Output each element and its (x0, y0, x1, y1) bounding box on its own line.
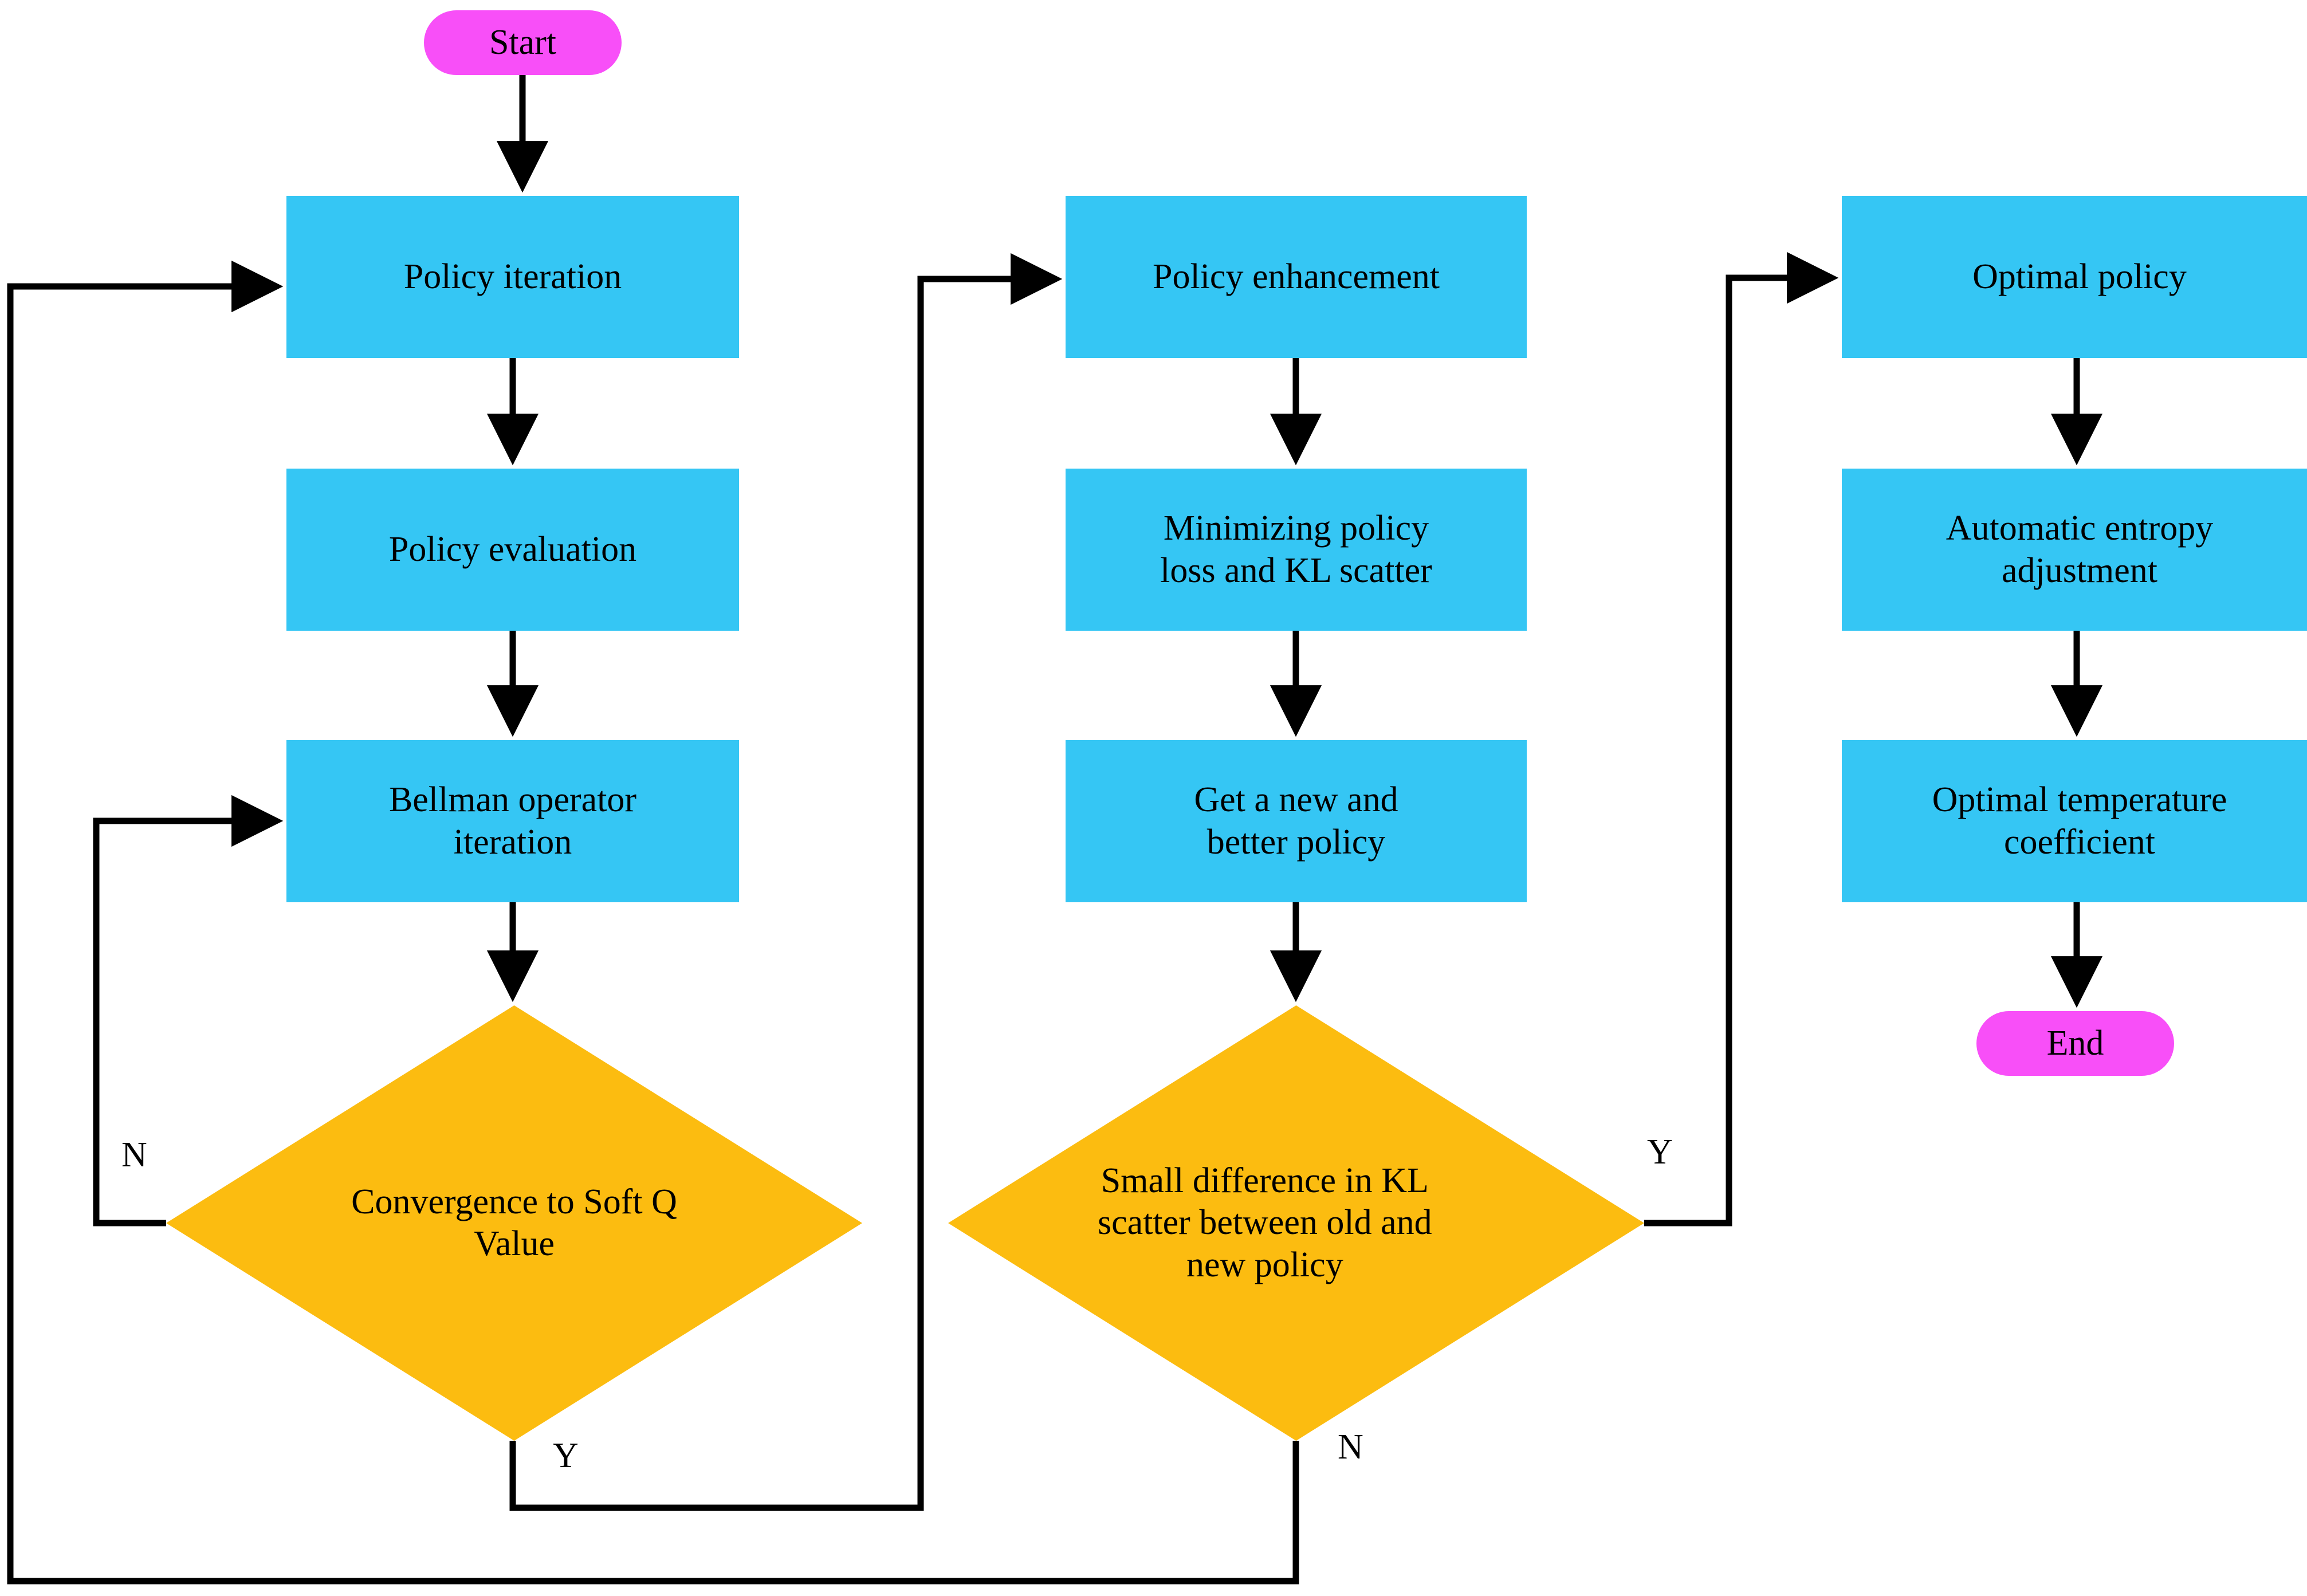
node-automatic-entropy-adjustment[interactable]: Automatic entropy adjustment (1842, 469, 2307, 631)
node-minimizing-policy-loss[interactable]: Minimizing policy loss and KL scatter (1066, 469, 1527, 631)
node-end[interactable]: End (1976, 1011, 2174, 1076)
node-get-new-better-policy[interactable]: Get a new and better policy (1066, 740, 1527, 902)
node-start-label: Start (489, 22, 557, 62)
node-policy-enhancement[interactable]: Policy enhancement (1066, 196, 1527, 358)
node-minimizing-policy-loss-label: Minimizing policy loss and KL scatter (1160, 509, 1432, 590)
node-policy-evaluation-label: Policy evaluation (388, 529, 637, 569)
node-bellman-operator-iteration[interactable]: Bellman operator iteration (286, 740, 739, 902)
node-start[interactable]: Start (424, 10, 622, 75)
edge-label-n-kl: N (1338, 1428, 1363, 1467)
node-automatic-entropy-adjustment-label: Automatic entropy adjustment (1946, 509, 2214, 590)
edge-label-n-convergence: N (121, 1135, 147, 1174)
edge-label-y-kl: Y (1647, 1133, 1673, 1172)
node-optimal-temperature-coefficient[interactable]: Optimal temperature coefficient (1842, 740, 2307, 902)
edge-kl-yes-to-optimal-policy (1644, 251, 1839, 1227)
node-bellman-operator-iteration-label: Bellman operator iteration (388, 780, 637, 862)
node-policy-iteration-label: Policy iteration (403, 257, 622, 296)
edge-label-y-convergence: Y (553, 1436, 579, 1475)
node-policy-enhancement-label: Policy enhancement (1153, 257, 1440, 296)
node-end-label: End (2046, 1023, 2104, 1063)
node-small-difference-kl[interactable]: Small difference in KL scatter between o… (948, 1005, 1644, 1441)
node-optimal-policy-label: Optimal policy (1972, 257, 2187, 296)
node-optimal-policy[interactable]: Optimal policy (1842, 196, 2307, 358)
node-convergence-soft-q[interactable]: Convergence to Soft Q Value (166, 1005, 862, 1441)
node-policy-iteration[interactable]: Policy iteration (286, 196, 739, 358)
node-optimal-temperature-coefficient-label: Optimal temperature coefficient (1932, 780, 2227, 862)
node-get-new-better-policy-label: Get a new and better policy (1194, 780, 1398, 862)
node-convergence-soft-q-label: Convergence to Soft Q Value (351, 1182, 677, 1263)
node-small-difference-kl-label: Small difference in KL scatter between o… (1098, 1161, 1432, 1284)
node-policy-evaluation[interactable]: Policy evaluation (286, 469, 739, 631)
